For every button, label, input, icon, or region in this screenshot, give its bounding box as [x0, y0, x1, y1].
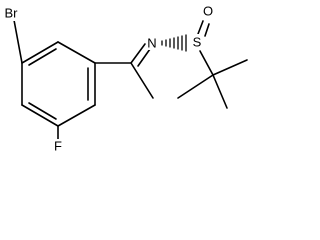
ring-double-bond-inner-2	[28, 102, 57, 120]
bond-ring-bromine	[13, 19, 23, 64]
atom-oxygen: O	[201, 3, 215, 19]
atom-label-fluorine: F	[54, 139, 62, 154]
ring-bond-c3-c4	[21, 104, 59, 127]
ring-bond-c2-c3	[57, 104, 96, 127]
bond-tbutyl-methyl-bottom	[212, 74, 228, 109]
double-bond-c-n-outer	[130, 43, 146, 64]
benzene-ring	[21, 41, 96, 127]
atom-bromine: Br	[2, 6, 22, 21]
bond-tbutyl-methyl-left	[177, 74, 214, 99]
double-bond-s-o-2	[204, 23, 210, 37]
bond-imine-carbon-methyl	[130, 62, 154, 99]
atom-label-sulfur: S	[193, 35, 202, 50]
atom-label-oxygen: O	[203, 4, 213, 19]
double-bond-s-o-1	[197, 20, 204, 35]
hashed-wedge-n-s	[161, 34, 187, 52]
double-bond-c-n-inner	[137, 48, 151, 67]
ring-double-bond-inner-3	[28, 48, 57, 66]
bond-sulfur-quaternary-carbon	[199, 50, 214, 76]
ring-bond-c6-c1	[57, 41, 96, 64]
atom-sulfur: S	[191, 34, 203, 50]
bond-tbutyl-methyl-right	[212, 59, 248, 76]
molecule-structure: Br F N S O	[2, 3, 248, 154]
atom-fluorine: F	[52, 139, 64, 154]
atom-nitrogen: N	[146, 36, 158, 51]
ring-bond-c5-c6	[21, 41, 59, 64]
atom-label-bromine: Br	[5, 6, 19, 21]
atom-label-nitrogen: N	[147, 36, 156, 51]
